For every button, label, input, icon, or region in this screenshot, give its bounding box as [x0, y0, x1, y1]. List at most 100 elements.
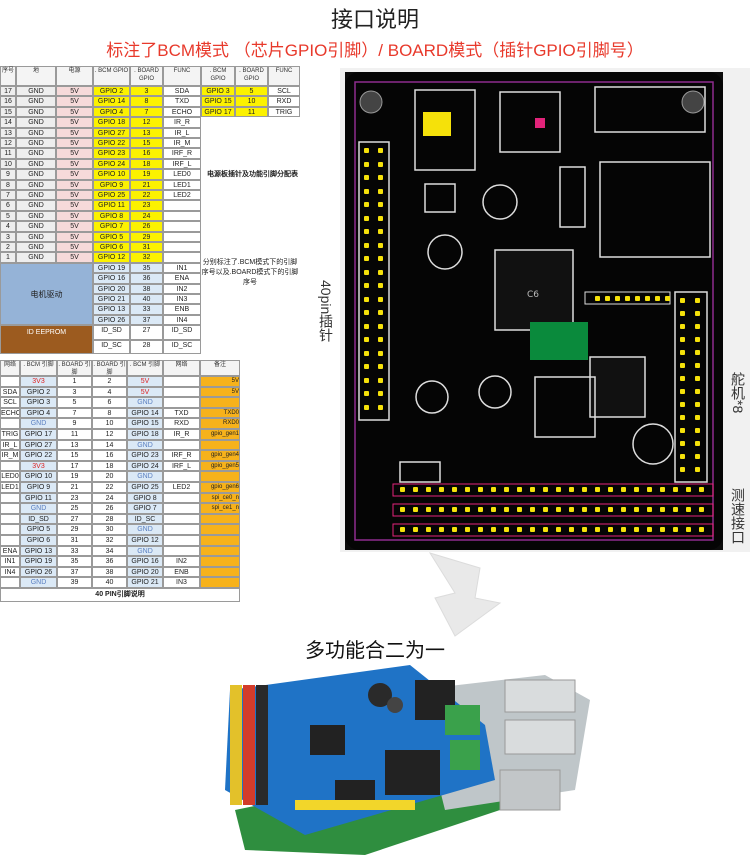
pcb-pin — [595, 527, 600, 532]
pcb-pin — [378, 256, 383, 261]
pcb-pin — [695, 324, 700, 329]
top-table-cell: 5 — [0, 210, 16, 222]
top-table-cell: GPIO 24 — [93, 158, 130, 170]
pcb-pin — [378, 202, 383, 207]
top-table-cell: 32 — [130, 252, 163, 263]
top-table-cell: 14 — [0, 117, 16, 128]
bottom-table-cell: 1 — [57, 376, 92, 387]
bottom-table-cell: 30 — [92, 524, 127, 535]
top-table-cell: 16 — [0, 96, 16, 107]
top-table-cell: GND — [16, 231, 56, 242]
pcb-pin — [680, 402, 685, 407]
bottom-table-cell: GPIO 18 — [127, 429, 163, 440]
top-table-cell — [163, 231, 201, 242]
top-table-cell: GPIO 8 — [93, 210, 130, 222]
bottom-table-cell: spi_ce0_n — [200, 492, 240, 504]
top-table-cell: SCL — [268, 86, 300, 97]
bottom-table-cell: 5V — [127, 376, 163, 387]
top-table-cell: 5V — [56, 179, 93, 190]
bottom-table-cell — [200, 397, 240, 408]
top-table-cell: 5V — [56, 190, 93, 201]
top-table-cell: GPIO 9 — [93, 179, 130, 190]
top-table-cell: GPIO 10 — [93, 169, 130, 180]
bottom-table-cell — [200, 566, 240, 578]
top-table-cell: GPIO 15 — [201, 96, 235, 107]
top-table-cell: GND — [16, 138, 56, 149]
bottom-table-cell: 3V3 — [20, 376, 57, 387]
bottom-table-cell — [163, 524, 200, 535]
top-table-cell: 5V — [56, 210, 93, 222]
motor-board-pin: 38 — [130, 283, 163, 294]
top-table-cell: 5V — [56, 231, 93, 242]
bottom-table-cell: 24 — [92, 492, 127, 504]
pcb-pin — [439, 487, 444, 492]
top-table-cell: 26 — [130, 221, 163, 232]
pcb-pin — [517, 487, 522, 492]
motor-func: IN2 — [163, 283, 201, 294]
top-table-cell: GND — [16, 200, 56, 211]
pcb-pin — [673, 487, 678, 492]
bottom-table-cell: IRF_R — [163, 450, 200, 461]
top-table-cell — [163, 221, 201, 232]
pcb-pin — [556, 507, 561, 512]
bottom-table-cell — [0, 535, 20, 546]
bottom-table-cell: 34 — [92, 545, 127, 557]
bottom-table-cell: LED1 — [0, 482, 20, 493]
bottom-table-cell: 25 — [57, 503, 92, 514]
bottom-table-cell: 10 — [92, 418, 127, 429]
top-table-cell: 7 — [130, 106, 163, 118]
bottom-table-footer: 40 PIN引脚说明 — [0, 588, 240, 602]
bottom-table-cell: 32 — [92, 535, 127, 546]
pcb-pin — [569, 527, 574, 532]
bottom-table-cell: GPIO 27 — [20, 439, 57, 451]
bottom-table-cell: IR_M — [0, 450, 20, 461]
top-table-cell — [163, 242, 201, 253]
bottom-table-cell: gpio_gen6 — [200, 482, 240, 493]
eeprom-right: ID_SD — [163, 325, 201, 340]
bottom-table-cell — [200, 439, 240, 451]
pcb-pin — [543, 507, 548, 512]
top-table-cell: 13 — [130, 127, 163, 138]
bottom-table-cell: ENB — [163, 566, 200, 578]
bottom-table-cell: IN1 — [0, 556, 20, 567]
pcb-pin — [517, 527, 522, 532]
pcb-pin — [680, 389, 685, 394]
pcb-pin — [695, 402, 700, 407]
motor-drive-label: 电机驱动 — [0, 262, 93, 326]
bottom-table-cell: GPIO 15 — [127, 418, 163, 429]
pcb-pin — [378, 148, 383, 153]
pcb-pin — [680, 415, 685, 420]
top-table-cell: 3 — [0, 231, 16, 242]
top-table-cell: 12 — [0, 138, 16, 149]
bottom-table-cell — [163, 545, 200, 557]
bottom-table-header: 备注 — [200, 360, 240, 376]
pcb-pin — [695, 298, 700, 303]
motor-func: ENA — [163, 273, 201, 284]
pcb-pin — [478, 487, 483, 492]
motor-gpio: GPIO 21 — [93, 294, 130, 305]
bottom-table-cell: GPIO 8 — [127, 492, 163, 504]
bottom-table-cell: 18 — [92, 460, 127, 472]
top-table-cell: GPIO 3 — [201, 86, 235, 97]
pcb-pin — [621, 507, 626, 512]
pcb-pin — [364, 188, 369, 194]
bottom-table-cell: gpio_gen4 — [200, 450, 240, 461]
top-table-cell: GPIO 11 — [93, 200, 130, 211]
board-illustration — [225, 665, 590, 855]
top-table-cell: GND — [16, 242, 56, 253]
bottom-table-cell: GPIO 25 — [127, 482, 163, 493]
bottom-table-cell: 23 — [57, 492, 92, 504]
top-table-cell: 18 — [130, 158, 163, 170]
motor-gpio: GPIO 26 — [93, 314, 130, 326]
bottom-table-cell: LED0 — [0, 471, 20, 482]
eeprom-pin: 28 — [130, 339, 163, 354]
top-table-cell: GPIO 6 — [93, 242, 130, 253]
top-table-cell: GPIO 4 — [93, 106, 130, 118]
pcb-pin — [364, 256, 369, 261]
pcb-pin — [400, 487, 405, 492]
pcb-pin — [680, 324, 685, 329]
top-table-cell: IR_R — [163, 117, 201, 128]
pcb-pin — [364, 391, 369, 396]
top-table-cell: 13 — [0, 127, 16, 138]
pcb-pin — [660, 527, 665, 532]
